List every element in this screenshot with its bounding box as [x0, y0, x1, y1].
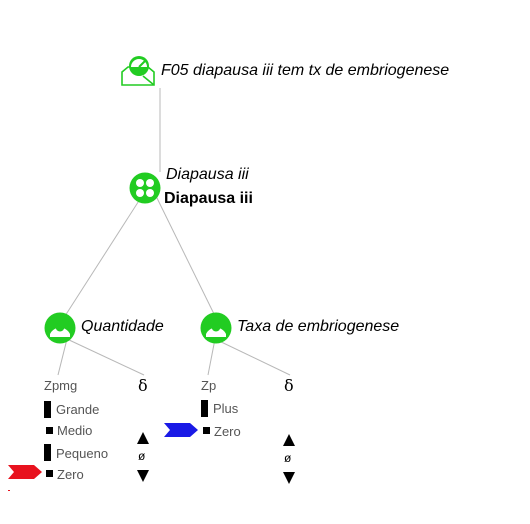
quantidade-label: Quantidade	[81, 318, 164, 335]
derivative-symbol: δ	[284, 376, 294, 395]
mid-sublabel: Diapausa iii	[164, 190, 253, 207]
marker-tick	[8, 490, 10, 491]
gauge-icon	[199, 312, 233, 349]
value-marker-arrow-icon	[164, 423, 198, 442]
derivative-null-symbol: ø	[284, 451, 292, 465]
root-label: F05 diapausa iii tem tx de embriogenese	[161, 62, 450, 79]
derivative-null-symbol: ø	[138, 449, 146, 463]
derivative-symbol: δ	[138, 376, 148, 395]
gauge-icon	[43, 312, 77, 349]
point-bar	[203, 427, 210, 434]
interval-bar	[201, 400, 208, 417]
interval-bar	[44, 401, 51, 418]
taxa-label: Taxa de embriogenese	[237, 318, 400, 335]
quantity-space-name: Zp	[201, 378, 217, 393]
value-label[interactable]: Pequeno	[56, 446, 109, 461]
value-label[interactable]: Zero	[57, 467, 84, 482]
value-label[interactable]: Medio	[57, 423, 93, 438]
interval-bar	[44, 444, 51, 461]
point-bar	[46, 427, 53, 434]
value-marker-arrow-icon	[8, 465, 42, 484]
scenario-icon	[120, 54, 158, 93]
value-label[interactable]: Grande	[56, 402, 100, 417]
value-label[interactable]: Plus	[213, 401, 239, 416]
derivative-up-arrow-icon	[283, 434, 295, 489]
derivative-up-arrow-icon	[137, 432, 149, 487]
aggregate-icon	[129, 172, 161, 209]
value-label[interactable]: Zero	[214, 424, 241, 439]
mid-label: Diapausa iii	[166, 166, 249, 183]
quantity-space-name: Zpmg	[44, 378, 78, 393]
point-bar	[46, 470, 53, 477]
